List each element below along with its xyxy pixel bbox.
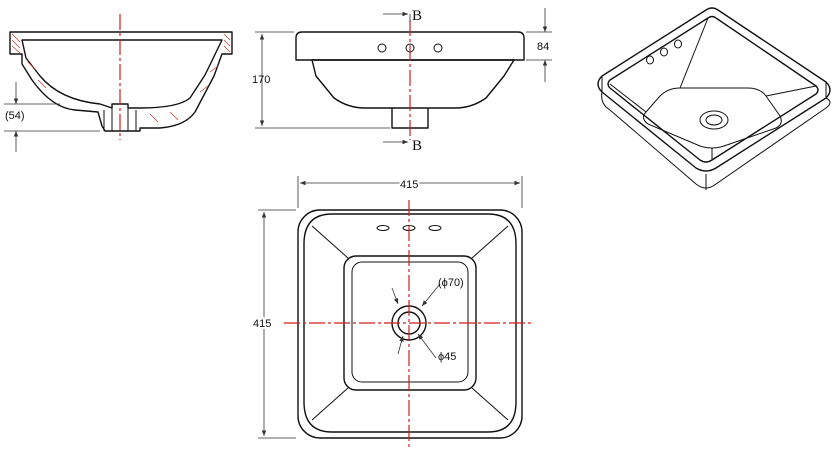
leader-70	[421, 283, 441, 307]
leader-70-back	[391, 287, 399, 305]
dim-label-415-width: 415	[400, 179, 418, 191]
iso-rim-outer	[597, 7, 831, 172]
isometric-view	[597, 7, 831, 190]
section-view: (54)	[4, 14, 233, 152]
section-marker-bottom: B	[412, 138, 422, 154]
plan-view: 415 415 (ϕ70) ϕ45	[251, 176, 532, 448]
dim-label-drain-outer: (ϕ70)	[438, 277, 464, 289]
front-bowl	[311, 59, 515, 109]
section-drain	[103, 104, 137, 131]
plan-bowl-inner	[351, 261, 469, 383]
section-outer-profile	[9, 31, 233, 132]
plan-corner-facets	[311, 225, 509, 421]
dim-label-drain-inner: ϕ45	[438, 351, 456, 363]
dim-label-415-depth: 415	[253, 318, 271, 330]
iso-bowl-floor	[642, 87, 782, 149]
iso-rim-inner	[607, 15, 819, 163]
section-inner-profile	[21, 39, 223, 109]
plan-outer	[297, 209, 523, 439]
front-view: B B 170 84	[252, 8, 552, 154]
leader-45-back	[397, 335, 404, 355]
section-hatch	[11, 33, 231, 123]
front-rim	[295, 31, 525, 61]
section-marker-top: B	[412, 8, 422, 24]
dim-label-84: 84	[537, 41, 549, 53]
iso-rim-edge	[601, 76, 831, 190]
plan-rim-inner	[303, 213, 517, 433]
dim-label-54: (54)	[5, 110, 25, 122]
leader-45	[417, 333, 437, 359]
iso-drain	[699, 110, 729, 130]
iso-corner-lines	[609, 17, 817, 160]
dim-label-170: 170	[252, 74, 270, 86]
iso-faucet-holes	[646, 39, 682, 65]
